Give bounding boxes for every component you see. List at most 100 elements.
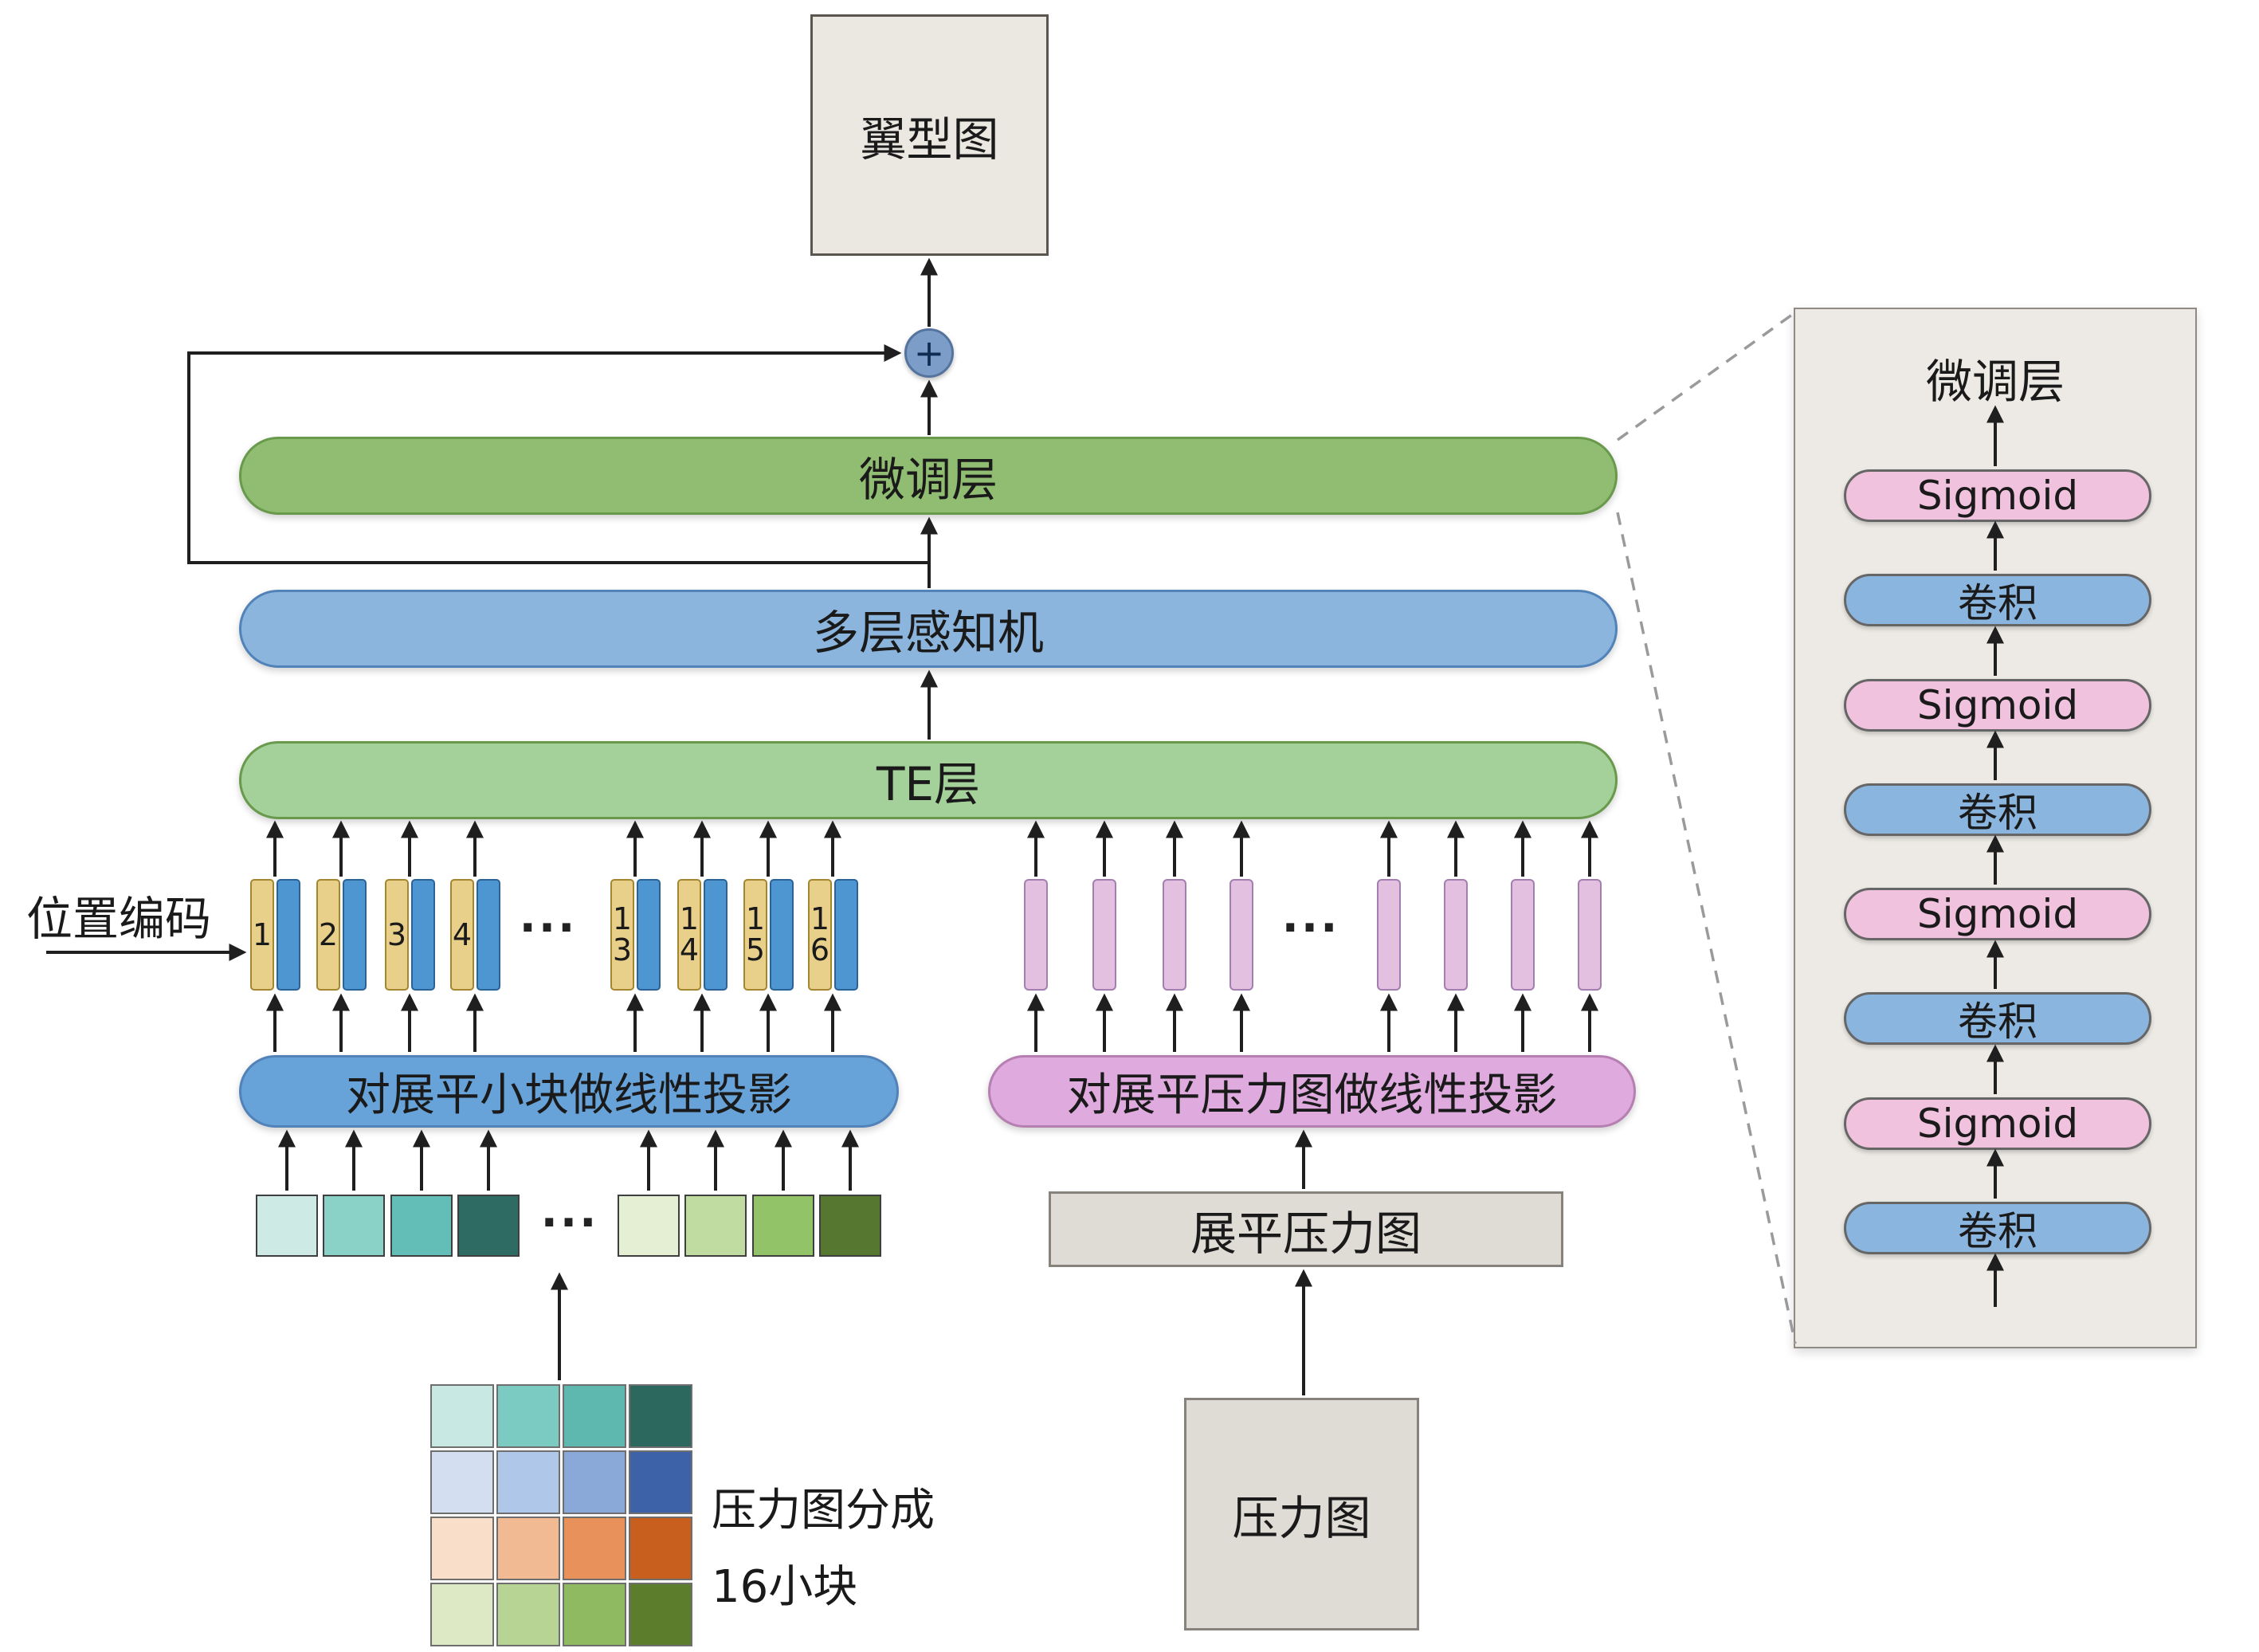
pressure-embedding-token	[1024, 879, 1048, 991]
patch-token-13: 13	[610, 879, 661, 991]
grid-caption-line1: 压力图分成	[712, 1485, 935, 1536]
patch-embedding-token	[704, 879, 728, 991]
panel-layer-conv: 卷积	[1844, 1202, 2151, 1254]
pressure-embedding-token	[1092, 879, 1116, 991]
grid-cell	[430, 1450, 494, 1514]
flattened-patch	[618, 1195, 680, 1257]
pressure-embedding-token	[1230, 879, 1253, 991]
grid-cell	[430, 1583, 494, 1646]
grid-cell	[629, 1384, 692, 1448]
token-number: 1	[252, 916, 273, 952]
grid-cell	[563, 1517, 626, 1580]
panel-layer-label: 卷积	[1958, 580, 2037, 626]
patch-projection-label: 对展平小块做线性投影	[346, 1069, 792, 1121]
mlp-layer-bar: 多层感知机	[239, 590, 1618, 668]
token-number: 4	[452, 916, 473, 952]
patch-embedding-token	[477, 879, 500, 991]
patch-token-16: 16	[808, 879, 858, 991]
panel-layer-conv: 卷积	[1844, 992, 2151, 1045]
position-encoding-label: 位置编码	[26, 892, 212, 946]
pressure-embedding-token	[1444, 879, 1468, 991]
patch-embedding-token	[637, 879, 661, 991]
patch-ellipsis: ···	[540, 1197, 599, 1249]
grid-cell	[563, 1450, 626, 1514]
flattened-patch	[323, 1195, 385, 1257]
token-number: 14	[679, 901, 700, 967]
panel-layer-label: 卷积	[1958, 790, 2037, 836]
panel-layer-conv: 卷积	[1844, 574, 2151, 626]
te-layer-label: TE层	[876, 757, 981, 811]
pressure-embedding-token	[1511, 879, 1535, 991]
panel-layer-label: Sigmoid	[1916, 473, 2079, 519]
flattened-patch	[390, 1195, 453, 1257]
patch-projection-bar: 对展平小块做线性投影	[239, 1055, 899, 1128]
patch-token-2: 2	[316, 879, 367, 991]
position-token: 1	[250, 879, 274, 991]
panel-layer-label: Sigmoid	[1916, 1101, 2079, 1147]
panel-layer-label: 卷积	[1958, 999, 2037, 1045]
position-token: 13	[610, 879, 634, 991]
grid-cell	[629, 1450, 692, 1514]
grid-cell	[496, 1384, 560, 1448]
grid-cell	[496, 1450, 560, 1514]
pressure-embedding-token	[1578, 879, 1602, 991]
patch-token-14: 14	[677, 879, 728, 991]
airfoil-output-box: 翼型图	[810, 14, 1049, 256]
pressure-embedding-token	[1163, 879, 1186, 991]
te-layer-bar: TE层	[239, 741, 1618, 819]
grid-cell	[430, 1517, 494, 1580]
flatten-pressure-label: 展平压力图	[1190, 1206, 1422, 1261]
panel-layer-label: Sigmoid	[1916, 891, 2079, 937]
finetune-layer-label: 微调层	[858, 453, 998, 507]
finetune-layer-bar: 微调层	[239, 437, 1618, 515]
token-number: 2	[318, 916, 339, 952]
panel-layer-label: 卷积	[1958, 1208, 2037, 1254]
position-token: 2	[316, 879, 340, 991]
patch-embedding-token	[411, 879, 435, 991]
grid-cell	[496, 1583, 560, 1646]
flattened-patch	[819, 1195, 881, 1257]
patch-token-4: 4	[450, 879, 500, 991]
panel-layer-sigmoid: Sigmoid	[1844, 1097, 2151, 1150]
panel-layer-sigmoid: Sigmoid	[1844, 888, 2151, 940]
pressure-map-label: 压力图	[1232, 1491, 1371, 1545]
airfoil-output-label: 翼型图	[860, 112, 999, 167]
token-number: 15	[745, 901, 766, 967]
pressure-token-ellipsis: ···	[1281, 902, 1340, 954]
panel-layer-sigmoid: Sigmoid	[1844, 679, 2151, 732]
grid-cell	[430, 1384, 494, 1448]
panel-title: 微调层	[1925, 355, 2065, 409]
plus-icon: +	[913, 332, 945, 375]
token-ellipsis: ···	[519, 902, 578, 954]
token-number: 3	[386, 916, 407, 952]
pressure-map-grid	[430, 1384, 692, 1646]
grid-cell	[629, 1583, 692, 1646]
grid-cell	[563, 1583, 626, 1646]
position-token: 14	[677, 879, 701, 991]
grid-cell	[563, 1384, 626, 1448]
pressure-projection-label: 对展平压力图做线性投影	[1066, 1069, 1558, 1121]
grid-cell	[629, 1517, 692, 1580]
position-token: 3	[385, 879, 409, 991]
flattened-patch	[256, 1195, 318, 1257]
panel-layer-label: Sigmoid	[1916, 682, 2079, 728]
flattened-patch	[684, 1195, 747, 1257]
patch-embedding-token	[834, 879, 858, 991]
patch-embedding-token	[770, 879, 794, 991]
finetune-detail-panel: 微调层 Sigmoid 卷积 Sigmoid 卷积 Sigmoid 卷积 Sig…	[1794, 308, 2197, 1348]
patch-token-3: 3	[385, 879, 435, 991]
panel-layer-conv: 卷积	[1844, 783, 2151, 836]
position-token: 16	[808, 879, 832, 991]
token-number: 13	[612, 901, 633, 967]
mlp-layer-label: 多层感知机	[812, 606, 1044, 660]
flattened-patch	[457, 1195, 520, 1257]
patch-embedding-token	[343, 879, 367, 991]
flattened-patch	[752, 1195, 814, 1257]
grid-cell	[496, 1517, 560, 1580]
panel-layer-sigmoid: Sigmoid	[1844, 469, 2151, 522]
patch-embedding-token	[276, 879, 300, 991]
position-token: 15	[743, 879, 767, 991]
patch-token-1: 1	[250, 879, 300, 991]
pressure-map-box: 压力图	[1184, 1398, 1419, 1630]
